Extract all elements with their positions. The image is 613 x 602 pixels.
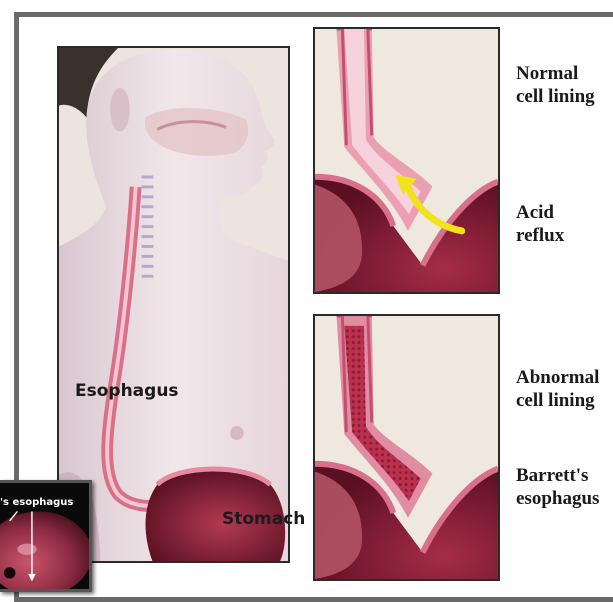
- barretts-illustration: [315, 316, 498, 579]
- normal-lining-illustration: [315, 29, 498, 292]
- acid-reflux-label-line1: Acid: [516, 201, 564, 224]
- normal-lining-label: Normal cell lining: [516, 62, 595, 108]
- acid-reflux-label-line2: reflux: [516, 224, 564, 247]
- anatomy-illustration: [59, 48, 288, 561]
- barretts-panel: [313, 314, 500, 581]
- endoscopy-inset: 's esophagus: [0, 480, 92, 592]
- acid-reflux-label: Acid reflux: [516, 201, 564, 247]
- endoscopy-caption: 's esophagus: [0, 497, 73, 508]
- abnormal-lining-label: Abnormal cell lining: [516, 366, 599, 412]
- abnormal-lining-label-line1: Abnormal: [516, 366, 599, 389]
- abnormal-lining-label-line2: cell lining: [516, 389, 599, 412]
- barretts-label-line1: Barrett's: [516, 464, 599, 487]
- barretts-label: Barrett's esophagus: [516, 464, 599, 510]
- normal-lining-label-line2: cell lining: [516, 85, 595, 108]
- normal-lining-label-line1: Normal: [516, 62, 595, 85]
- stomach-label: Stomach: [222, 508, 305, 530]
- normal-lining-panel: [313, 27, 500, 294]
- barretts-label-line2: esophagus: [516, 487, 599, 510]
- esophagus-label: Esophagus: [75, 380, 179, 402]
